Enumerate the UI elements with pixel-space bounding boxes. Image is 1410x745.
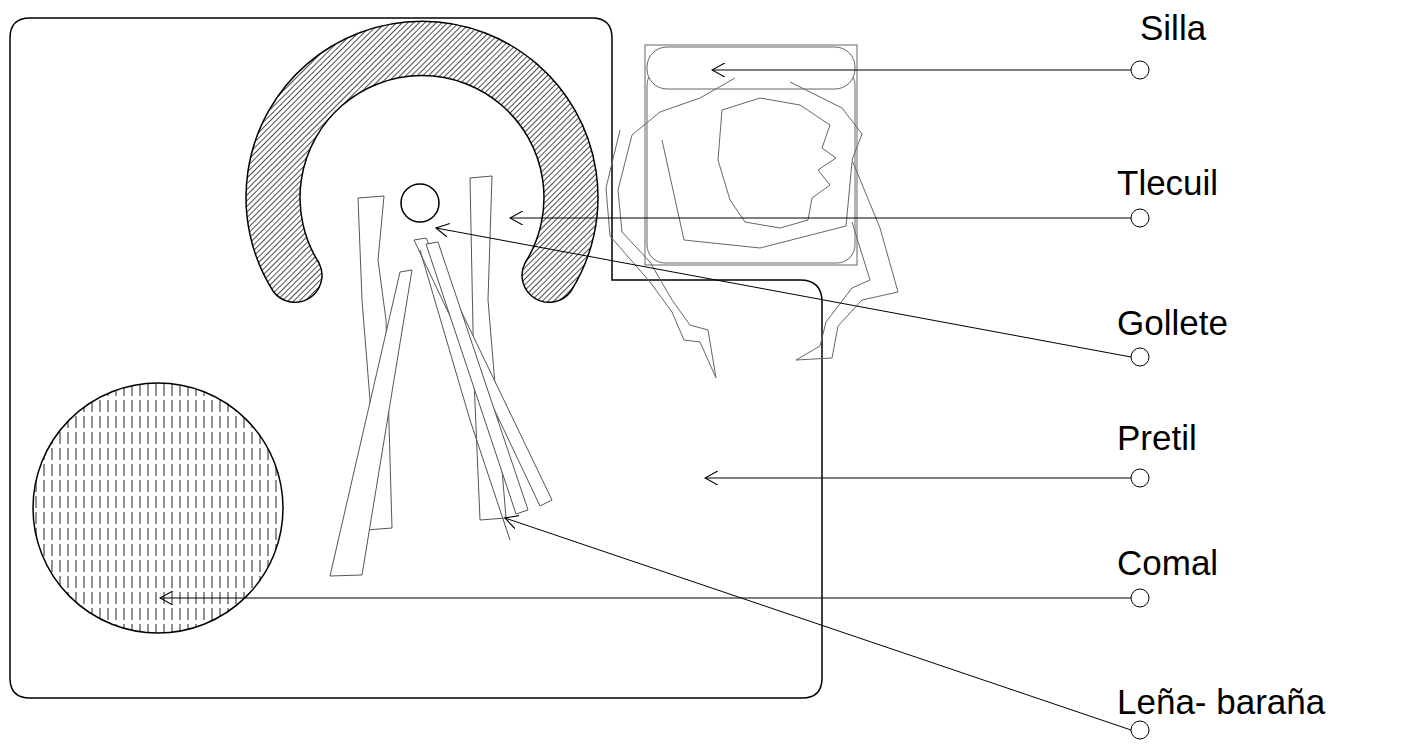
comal-shape xyxy=(33,383,283,633)
leader-end-circle xyxy=(1131,348,1149,366)
leader-end-circle xyxy=(1131,721,1149,739)
leader-end-circle xyxy=(1131,61,1149,79)
leader-line xyxy=(510,218,1131,219)
leader-line xyxy=(705,478,1131,479)
tlecuil-shape xyxy=(246,21,598,302)
chair xyxy=(645,45,857,265)
stove-outline xyxy=(10,18,822,698)
leader-end-circle xyxy=(1131,209,1149,227)
part-label: Silla xyxy=(1140,8,1206,48)
part-label: Tlecuil xyxy=(1117,163,1218,203)
leader-line xyxy=(160,598,1131,599)
leader-line xyxy=(505,518,1131,730)
part-label: Comal xyxy=(1117,543,1218,583)
firewood xyxy=(330,176,552,576)
leader-line xyxy=(712,70,1131,71)
gollete-shape xyxy=(401,184,439,222)
person xyxy=(606,78,898,378)
part-label: Leña- baraña xyxy=(1117,682,1325,722)
part-label: Gollete xyxy=(1117,303,1228,343)
part-label: Pretil xyxy=(1117,418,1197,458)
leader-line xyxy=(436,228,1131,357)
leader-lines xyxy=(160,61,1149,739)
leader-end-circle xyxy=(1131,589,1149,607)
leader-end-circle xyxy=(1131,469,1149,487)
